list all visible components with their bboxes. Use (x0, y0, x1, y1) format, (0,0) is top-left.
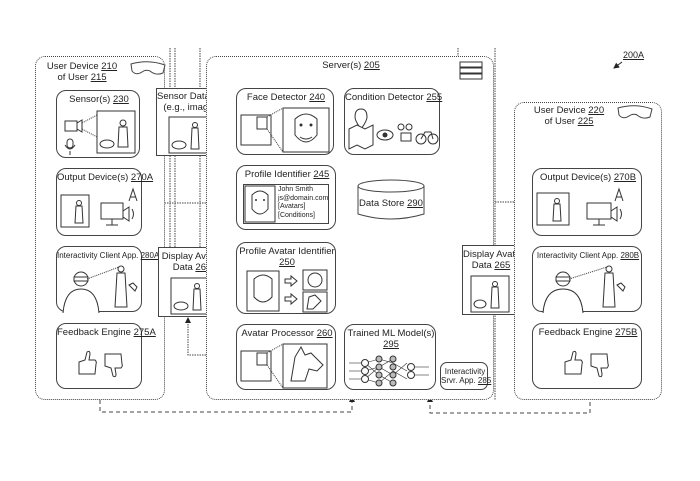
thumbs-up-down-icon (78, 350, 123, 378)
condition-detector-box: Condition Detector 255 (344, 88, 442, 155)
avatar-processor-box: Avatar Processor 260 (236, 324, 336, 390)
user-device-b-title: User Device 220 of User 225 (533, 105, 605, 127)
figure-ref-arrow (613, 61, 623, 69)
vr-headset-icon (130, 61, 166, 75)
face-detection-icon (240, 107, 330, 153)
face-detector-box: Face Detector 240 (236, 88, 334, 155)
server-title: Server(s) 205 (322, 60, 380, 71)
profile-card: John Smith js@domain.com [Avatars] [Cond… (243, 184, 329, 224)
feedback-engine-a-box: Feedback Engine 275A (56, 323, 156, 389)
face-to-avatar-mapping-icon (246, 269, 328, 313)
output-device-a-box: Output Device(s) 270A (56, 168, 153, 236)
avatar-scene-image-icon (470, 275, 510, 313)
user-with-headset-avatar-icon (542, 265, 626, 313)
user-device-a-title: User Device 210 of User 215 (46, 61, 118, 83)
server-rack-icon (459, 61, 483, 80)
data-store-label: Data Store 290 (359, 198, 423, 209)
monitor-speaker-antenna-icon (536, 187, 624, 226)
camera-microphone-icon (64, 110, 136, 155)
location-eye-people-bike-icons (348, 108, 439, 150)
user-with-headset-avatar-icon (62, 265, 138, 313)
monitor-speaker-antenna-icon (60, 187, 138, 228)
output-device-b-box: Output Device(s) 270B (532, 168, 642, 236)
neural-network-icon (349, 355, 429, 387)
client-app-b-box: Interactivity Client App. 280B (532, 246, 642, 313)
client-app-a-box: Interactivity Client App. 280A (56, 246, 159, 313)
data-store-cylinder (357, 179, 425, 220)
trained-ml-model-box: Trained ML Model(s)295 (344, 324, 436, 390)
profile-identifier-box: Profile Identifier 245 John Smith js@dom… (236, 165, 336, 230)
profile-details: John Smith js@domain.com [Avatars] [Cond… (278, 186, 329, 219)
thumbs-up-down-icon (564, 350, 609, 378)
figure-ref: 200A (623, 50, 645, 60)
face-portrait-icon (244, 185, 276, 223)
feedback-loop-b (429, 398, 591, 414)
feedback-loop-a (99, 398, 353, 413)
vr-headset-icon (617, 105, 653, 119)
feedback-engine-b-box: Feedback Engine 275B (532, 323, 642, 389)
sensors-box: Sensor(s) 230 (56, 90, 140, 158)
dog-avatar-processing-icon (240, 343, 328, 389)
scene-image-icon (168, 116, 212, 154)
